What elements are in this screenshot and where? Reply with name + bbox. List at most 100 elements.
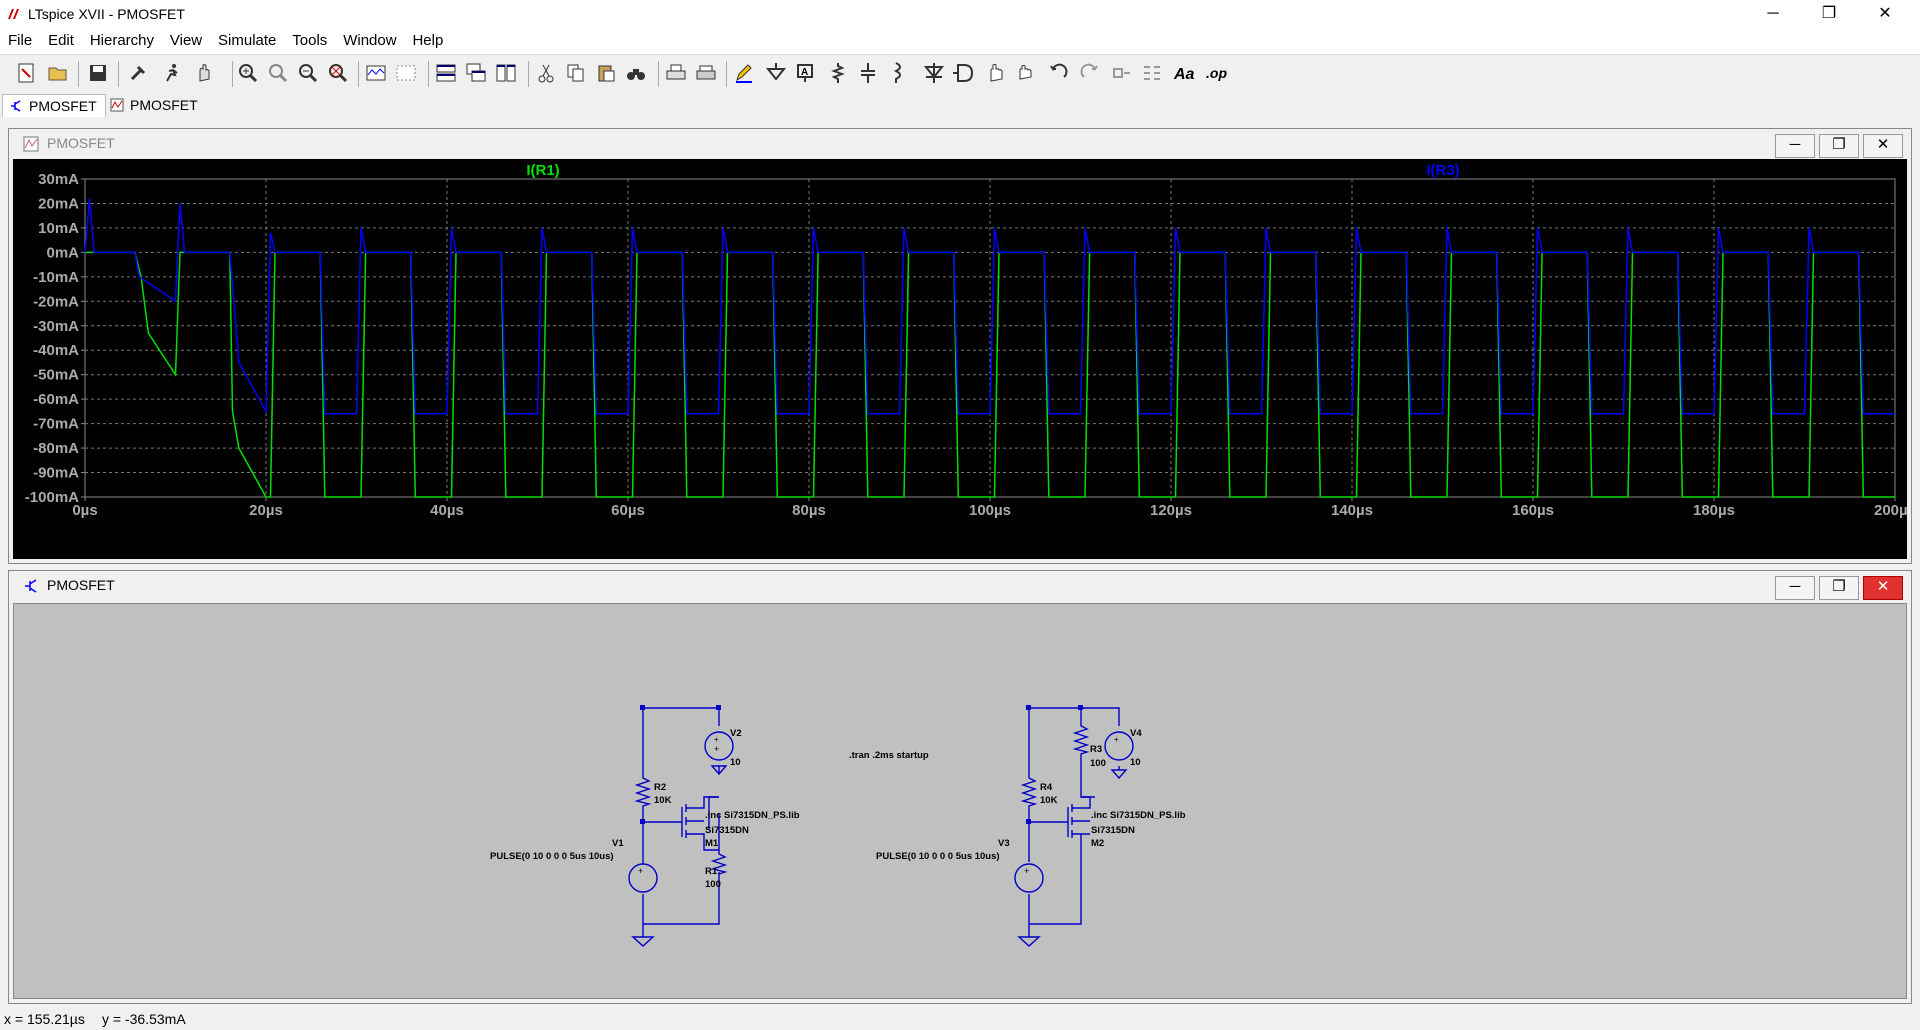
x-tick-label: 20µs: [249, 502, 283, 519]
x-tick-label: 100µs: [969, 502, 1011, 519]
m2-model: Si7315DN: [1091, 825, 1135, 836]
transistor-icon: [25, 579, 37, 593]
menu-edit[interactable]: Edit: [48, 32, 74, 49]
v4-value: 10: [1130, 757, 1141, 768]
schematic-minimize-button[interactable]: ─: [1775, 576, 1815, 600]
m2-label: M2: [1091, 838, 1104, 849]
restore-button[interactable]: ❐: [1821, 5, 1837, 22]
copy-icon[interactable]: [564, 61, 588, 85]
schematic-drawing[interactable]: ++ +++ V2 10 R2 10K .inc Si7315DN_PS.lib…: [14, 604, 1906, 998]
zoom-fit-icon[interactable]: [326, 61, 350, 85]
x-tick-label: 200µs: [1874, 502, 1907, 519]
run-icon[interactable]: [160, 61, 184, 85]
menu-help[interactable]: Help: [412, 32, 444, 49]
text-icon[interactable]: Aa: [1172, 61, 1196, 85]
legend-ir3: I(R3): [1426, 162, 1459, 179]
y-tick-label: -80mA: [33, 440, 79, 457]
tile-vertical-icon[interactable]: [494, 61, 518, 85]
pulse-source-v3: [1014, 863, 1044, 893]
diode-icon[interactable]: [922, 61, 946, 85]
find-icon[interactable]: [624, 61, 648, 85]
print-setup-icon[interactable]: [694, 61, 718, 85]
ground-v2: [710, 765, 728, 776]
waveform-close-button[interactable]: ✕: [1863, 134, 1903, 158]
schematic-maximize-button[interactable]: ❐: [1819, 576, 1859, 600]
menu-tools[interactable]: Tools: [292, 32, 328, 49]
r2-label: R2: [654, 782, 666, 793]
paste-icon[interactable]: [594, 61, 618, 85]
supply-source-v4: [1104, 731, 1134, 761]
svg-text:Aa: Aa: [1173, 66, 1195, 83]
tile-horizontal-icon[interactable]: [434, 61, 458, 85]
waveform-icon: [23, 136, 39, 152]
r3-value: 100: [1090, 758, 1106, 769]
cascade-icon[interactable]: [464, 61, 488, 85]
zoom-out-icon[interactable]: [296, 61, 320, 85]
tab-waveform[interactable]: PMOSFET: [104, 94, 206, 116]
open-icon[interactable]: [46, 61, 70, 85]
rotate-icon[interactable]: [1110, 61, 1134, 85]
v2-label: V2: [730, 728, 742, 739]
grid-icon[interactable]: [394, 61, 418, 85]
y-tick-label: -30mA: [33, 318, 79, 335]
autorange-icon[interactable]: [364, 61, 388, 85]
move-icon[interactable]: [984, 61, 1008, 85]
ground-icon[interactable]: [764, 61, 788, 85]
v3-label: V3: [998, 838, 1010, 849]
save-icon[interactable]: [86, 61, 110, 85]
control-panel-icon[interactable]: [126, 61, 150, 85]
menu-window[interactable]: Window: [343, 32, 397, 49]
tab-waveform-label: PMOSFET: [130, 97, 198, 113]
halt-icon[interactable]: [192, 61, 216, 85]
tab-schematic[interactable]: PMOSFET: [2, 94, 106, 117]
svg-text:+: +: [714, 744, 719, 754]
menu-hierarchy[interactable]: Hierarchy: [89, 32, 154, 49]
y-tick-label: 0mA: [46, 244, 79, 261]
x-tick-label: 120µs: [1150, 502, 1192, 519]
pencil-icon[interactable]: [732, 61, 756, 85]
zoom-in-icon[interactable]: [236, 61, 260, 85]
y-tick-label: -40mA: [33, 342, 79, 359]
close-button[interactable]: ✕: [1878, 5, 1892, 22]
drag-icon[interactable]: [1014, 61, 1038, 85]
y-tick-label: -10mA: [33, 269, 79, 286]
m2-inc: .inc Si7315DN_PS.lib: [1091, 810, 1186, 821]
x-tick-label: 0µs: [72, 502, 97, 519]
redo-icon[interactable]: [1078, 61, 1102, 85]
mirror-icon[interactable]: [1140, 61, 1164, 85]
menu-file[interactable]: File: [8, 32, 33, 49]
r4-label: R4: [1040, 782, 1053, 793]
minimize-button[interactable]: ─: [1767, 5, 1779, 22]
print-icon[interactable]: [664, 61, 688, 85]
menu-simulate[interactable]: Simulate: [218, 32, 277, 49]
mosfet-m1: [681, 796, 719, 851]
waveform-window-titlebar: PMOSFET ─ ❐ ✕: [9, 129, 1911, 158]
new-schematic-icon[interactable]: [14, 61, 38, 85]
cut-icon[interactable]: [534, 61, 558, 85]
ltspice-logo-icon: [8, 9, 19, 19]
schematic-window: PMOSFET ─ ❐ ✕: [8, 570, 1912, 1004]
window-title: LTspice XVII - PMOSFET: [28, 6, 185, 22]
r2-value: 10K: [654, 795, 672, 806]
waveform-minimize-button[interactable]: ─: [1775, 134, 1815, 158]
component-icon[interactable]: [952, 61, 976, 85]
resistor-icon[interactable]: [826, 61, 850, 85]
m1-label: M1: [705, 838, 719, 849]
undo-icon[interactable]: [1046, 61, 1070, 85]
inductor-icon[interactable]: [886, 61, 910, 85]
spice-directive-icon[interactable]: .op: [1204, 61, 1228, 85]
tran-directive[interactable]: .tran .2ms startup: [849, 750, 929, 761]
waveform-maximize-button[interactable]: ❐: [1819, 134, 1859, 158]
schematic-canvas[interactable]: ++ +++ V2 10 R2 10K .inc Si7315DN_PS.lib…: [13, 603, 1907, 999]
menu-view[interactable]: View: [169, 32, 203, 49]
pan-icon[interactable]: [266, 61, 290, 85]
label-icon[interactable]: A: [794, 61, 818, 85]
y-tick-label: -70mA: [33, 416, 79, 433]
schematic-close-button[interactable]: ✕: [1863, 576, 1903, 600]
m1-inc: .inc Si7315DN_PS.lib: [705, 810, 800, 821]
legend-ir1: I(R1): [526, 162, 559, 179]
capacitor-icon[interactable]: [856, 61, 880, 85]
svg-text:+: +: [638, 866, 643, 876]
